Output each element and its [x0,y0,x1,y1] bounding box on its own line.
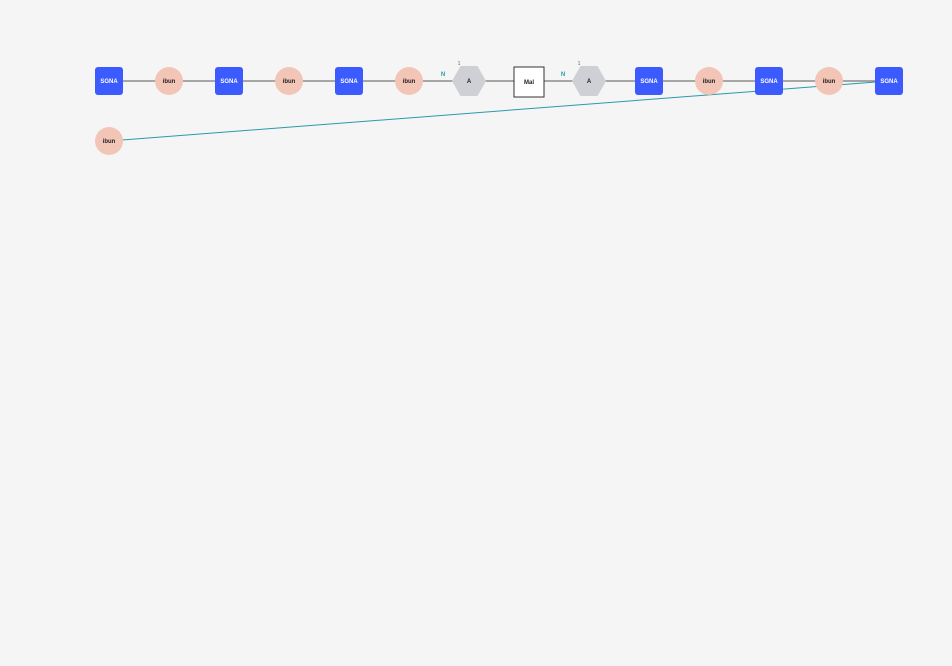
node-label: A [587,79,592,85]
square-shape [755,67,783,95]
node-label: A [467,79,472,85]
node-label: Mal [524,80,534,86]
node-label: ibun [823,79,836,85]
node-label: SGNA [640,79,658,85]
ibun-node: ibun [395,67,423,95]
circle-shape [815,67,843,95]
node-label: ibun [403,79,416,85]
sgna-node: SGNA [215,67,243,95]
ibun-node: ibun [155,67,183,95]
sgna-node: SGNA [335,67,363,95]
circle-shape [695,67,723,95]
circle-shape [275,67,303,95]
sgna-node: SGNA [755,67,783,95]
hexagon-shape [572,66,606,96]
hexagon-node: A N 1 [561,61,606,96]
square-shape [635,67,663,95]
square-shape [215,67,243,95]
node-label: SGNA [340,79,358,85]
node-label: ibun [283,79,296,85]
hexagon-node: A N 1 [441,61,486,96]
ibun-node: ibun [275,67,303,95]
box-shape [513,66,545,98]
square-shape [335,67,363,95]
ibun-node: ibun [815,67,843,95]
hexagon-shape [452,66,486,96]
node-label: SGNA [880,79,898,85]
node-label: SGNA [220,79,238,85]
sgna-node: SGNA [875,67,903,95]
index-label: 1 [458,61,461,67]
terminal-label: N [441,72,445,78]
node-label: ibun [703,79,716,85]
node-label: ibun [163,79,176,85]
ibun-node: ibun [695,67,723,95]
square-shape [95,67,123,95]
node-label: SGNA [760,79,778,85]
terminal-label: N [561,72,565,78]
mal-node: Mal [513,66,545,98]
circle-shape [155,67,183,95]
circle-shape [395,67,423,95]
sgna-node: SGNA [635,67,663,95]
node-label: SGNA [100,79,118,85]
node-label: ibun [103,139,116,145]
ibun-node: ibun [95,127,123,155]
square-shape [875,67,903,95]
index-label: 1 [578,61,581,67]
sgna-node: SGNA [95,67,123,95]
circle-shape [95,127,123,155]
